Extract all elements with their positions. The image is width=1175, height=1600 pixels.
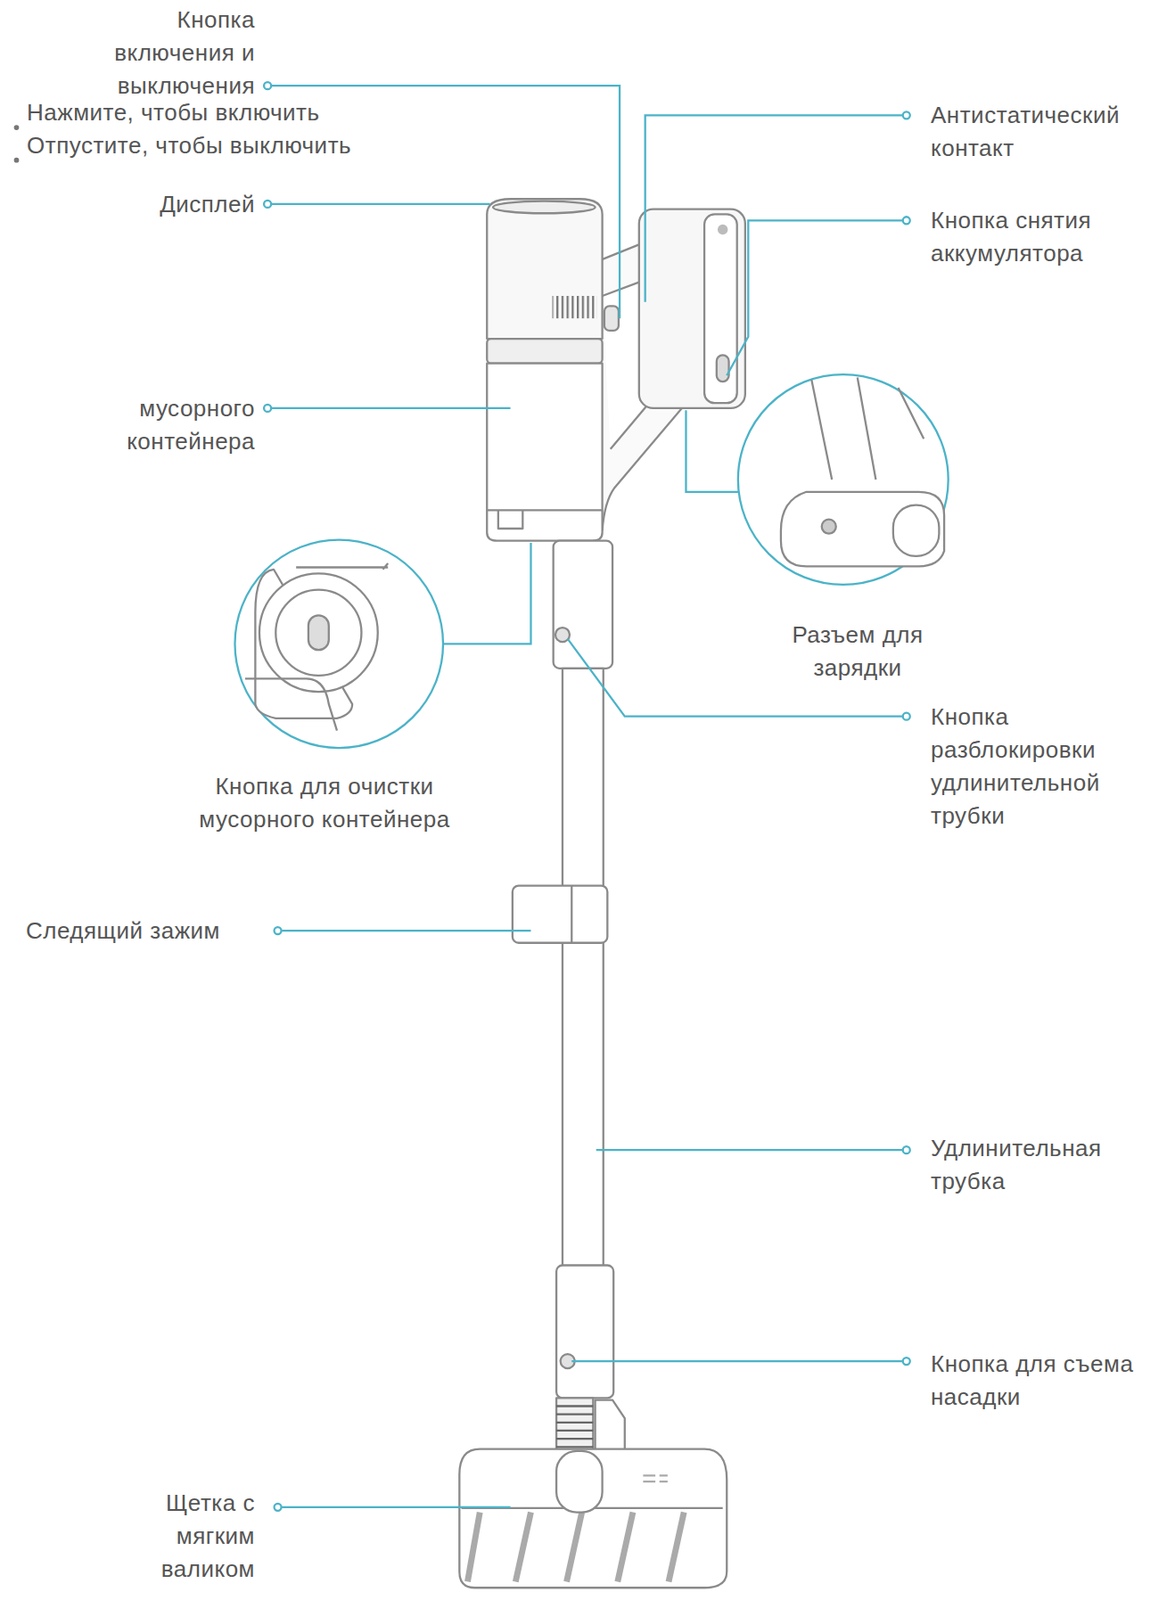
part-label: Дисплей — [159, 188, 255, 222]
part-label: Кнопка для съема насадки — [930, 1347, 1163, 1414]
part-label: Отпустите, чтобы выключить — [26, 129, 352, 163]
part-label: Нажмите, чтобы включить — [26, 96, 321, 130]
part-label: мусорного контейнера — [126, 392, 255, 459]
part-label: Удлинительная трубка — [930, 1132, 1102, 1199]
part-label: Кнопка разблокировки удлинительной трубк… — [930, 700, 1101, 833]
part-label: Щетка с мягким валиком — [147, 1487, 255, 1586]
part-label: Следящий зажим — [25, 914, 221, 948]
part-label: Разъем для зарядки — [781, 618, 934, 685]
part-label: Кнопка для очистки мусорного контейнера — [177, 770, 472, 837]
part-label: Кнопка включения и выключения — [76, 3, 255, 103]
part-label: Кнопка снятия аккумулятора — [930, 204, 1132, 271]
part-label: Антистатический контакт — [930, 98, 1120, 165]
